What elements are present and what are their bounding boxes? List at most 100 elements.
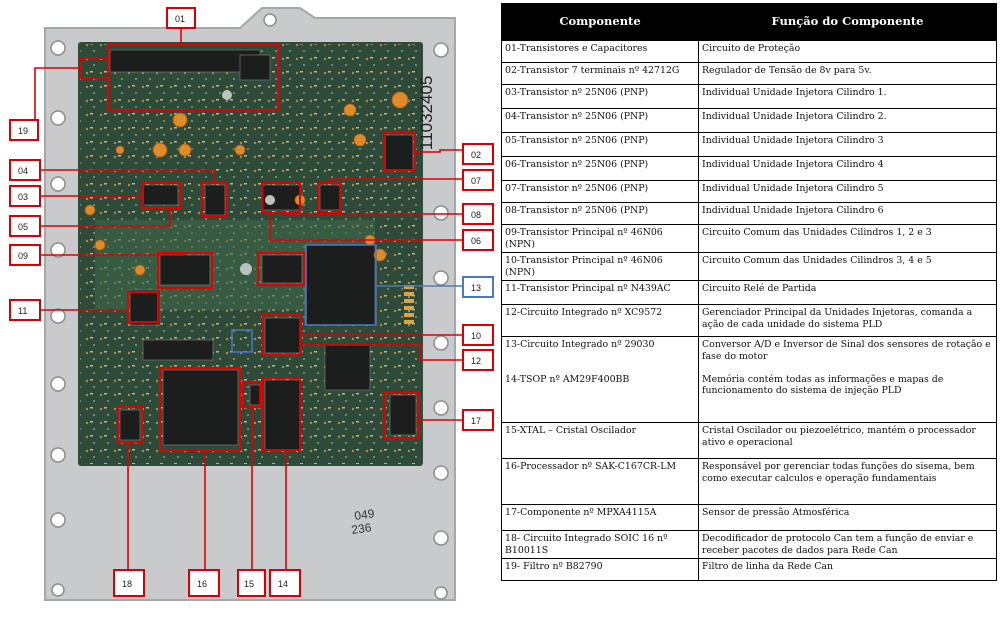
table-cell-componente: 17-Componente nº MPXA4115A	[501, 504, 699, 531]
table-cell-componente: 03-Transistor nº 25N06 (PNP)	[501, 84, 699, 109]
table-cell-componente: 01-Transistores e Capacitores	[501, 40, 699, 63]
table-row: 04-Transistor nº 25N06 (PNP)Individual U…	[501, 108, 997, 133]
table-header-row: Componente Função do Componente	[501, 3, 997, 41]
table-cell-funcao: Individual Unidade Injetora Cilindro 3	[698, 132, 997, 157]
leader-lines	[34, 28, 463, 570]
callout-16: 16	[188, 569, 220, 597]
table-cell-funcao: Conversor A/D e Inversor de Sinal dos se…	[698, 336, 997, 423]
svg-text:02: 02	[471, 150, 481, 160]
callout-11: 11	[9, 299, 41, 321]
table-row: 18- Circuito Integrado SOIC 16 nº B10011…	[501, 530, 997, 559]
svg-text:01: 01	[175, 14, 185, 24]
callout-04: 04	[9, 159, 41, 181]
table-cell-componente: 09-Transistor Principal nº 46N06 (NPN)	[501, 224, 699, 253]
table-cell-funcao: Individual Unidade Injetora Cilindro 2.	[698, 108, 997, 133]
header-componente: Componente	[501, 3, 699, 41]
component-table: Componente Função do Componente 01-Trans…	[501, 3, 997, 617]
callout-13: 13	[462, 276, 494, 298]
table-row: 06-Transistor nº 25N06 (PNP)Individual U…	[501, 156, 997, 181]
callout-07: 07	[462, 169, 494, 191]
table-cell-funcao: Cristal Oscilador ou piezoelétrico, mant…	[698, 422, 997, 459]
table-row: 08-Transistor nº 25N06 (PNP)Individual U…	[501, 202, 997, 225]
table-cell-funcao: Regulador de Tensão de 8v para 5v.	[698, 62, 997, 85]
table-cell-componente: 12-Circuito Integrado nº XC9572	[501, 304, 699, 337]
svg-text:11: 11	[18, 306, 27, 316]
highlight-box-13	[231, 244, 377, 353]
svg-text:17: 17	[471, 416, 481, 426]
table-cell-componente: 18- Circuito Integrado SOIC 16 nº B10011…	[501, 530, 699, 559]
table-cell-funcao: Circuito Comum das Unidades Cilindros 1,…	[698, 224, 997, 253]
svg-text:04: 04	[18, 166, 28, 176]
table-cell-funcao: Individual Unidade Injetora Cilindro 6	[698, 202, 997, 225]
callout-08: 08	[462, 203, 494, 225]
table-row: 09-Transistor Principal nº 46N06 (NPN)Ci…	[501, 224, 997, 253]
callout-01: 01	[166, 7, 196, 29]
table-cell-componente: 08-Transistor nº 25N06 (PNP)	[501, 202, 699, 225]
svg-text:12: 12	[471, 356, 481, 366]
table-row: 10-Transistor Principal nº 46N06 (NPN)Ci…	[501, 252, 997, 281]
svg-text:13: 13	[471, 283, 481, 293]
callout-06: 06	[462, 229, 494, 251]
callout-03: 03	[9, 185, 41, 207]
table-cell-componente: 19- Filtro nº B82790	[501, 558, 699, 581]
holes	[222, 90, 275, 275]
table-cell-funcao: Decodificador de protocolo Can tem a fun…	[698, 530, 997, 559]
svg-text:15: 15	[244, 579, 254, 589]
table-cell-componente: 02-Transistor 7 terminais nº 42712G	[501, 62, 699, 85]
table-cell-funcao: Filtro de linha da Rede Can	[698, 558, 997, 581]
svg-text:10: 10	[471, 331, 481, 341]
callout-05: 05	[9, 215, 41, 237]
table-cell-funcao: Sensor de pressão Atmosférica	[698, 504, 997, 531]
callout-14: 14	[269, 569, 301, 597]
table-cell-componente: 05-Transistor nº 25N06 (PNP)	[501, 132, 699, 157]
chips	[109, 49, 417, 451]
table-cell-componente: 07-Transistor nº 25N06 (PNP)	[501, 180, 699, 203]
table-cell-funcao: Individual Unidade Injetora Cilindro 4	[698, 156, 997, 181]
mounting-holes	[50, 13, 449, 600]
table-cell-componente: 04-Transistor nº 25N06 (PNP)	[501, 108, 699, 133]
table-row: 13-Circuito Integrado nº 29030 14-TSOP n…	[501, 336, 997, 423]
callout-02: 02	[462, 143, 494, 165]
table-cell-funcao: Circuito Comum das Unidades Cilindros 3,…	[698, 252, 997, 281]
svg-text:08: 08	[471, 210, 481, 220]
table-cell-funcao: Individual Unidade Injetora Cilindro 5	[698, 180, 997, 203]
svg-text:19: 19	[18, 126, 28, 136]
callout-15: 15	[237, 569, 266, 597]
callout-17: 17	[462, 409, 494, 431]
table-row: 03-Transistor nº 25N06 (PNP)Individual U…	[501, 84, 997, 109]
table-cell-componente: 15-XTAL – Cristal Oscilador	[501, 422, 699, 459]
header-funcao: Função do Componente	[698, 3, 997, 41]
table-cell-funcao: Gerenciador Principal da Unidades Injeto…	[698, 304, 997, 337]
svg-text:05: 05	[18, 222, 28, 232]
capacitors	[84, 91, 409, 276]
table-row: 05-Transistor nº 25N06 (PNP)Individual U…	[501, 132, 997, 157]
table-cell-componente: 13-Circuito Integrado nº 29030 14-TSOP n…	[501, 336, 699, 423]
stamp-line-1: 049	[353, 506, 375, 523]
table-cell-funcao: Circuito Relé de Partida	[698, 280, 997, 305]
callout-18: 18	[113, 569, 145, 597]
callout-10: 10	[462, 324, 494, 346]
svg-text:06: 06	[471, 236, 481, 246]
callout-19: 19	[9, 119, 39, 141]
table-cell-funcao: Individual Unidade Injetora Cilindro 1.	[698, 84, 997, 109]
table-cell-componente: 10-Transistor Principal nº 46N06 (NPN)	[501, 252, 699, 281]
svg-text:18: 18	[122, 579, 132, 589]
svg-text:03: 03	[18, 192, 28, 202]
svg-text:09: 09	[18, 251, 28, 261]
svg-text:14: 14	[278, 579, 288, 589]
callout-12: 12	[462, 349, 494, 371]
highlight-boxes	[79, 44, 419, 451]
svg-text:07: 07	[471, 176, 481, 186]
connector-pins	[404, 285, 414, 324]
svg-text:16: 16	[197, 579, 207, 589]
callout-09: 09	[9, 244, 41, 266]
table-cell-componente: 06-Transistor nº 25N06 (PNP)	[501, 156, 699, 181]
serial-number: 11032405	[417, 76, 436, 150]
